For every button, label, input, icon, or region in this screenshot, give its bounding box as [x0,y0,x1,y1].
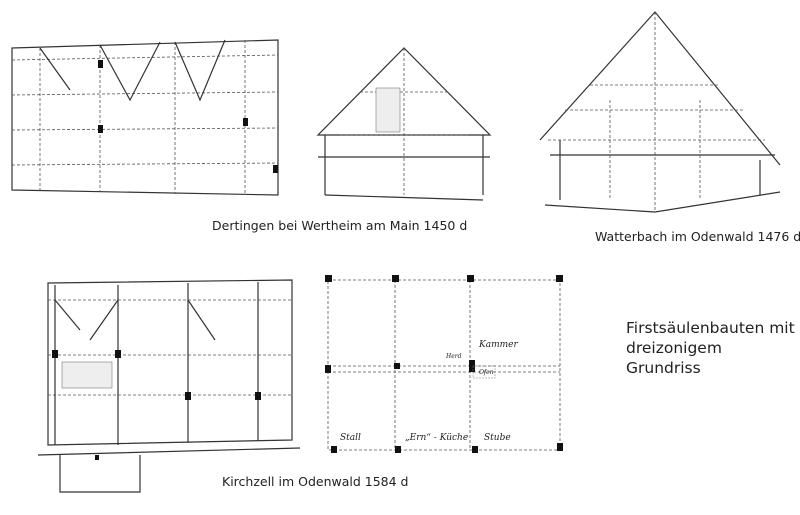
plan-label-kammer: Kammer [478,340,518,350]
floor-plan-drawing [325,275,563,453]
caption-watterbach: Watterbach im Odenwald 1476 d [595,229,800,244]
title-line-2: dreizonigem Grundriss [626,339,722,377]
caption-kirchzell: Kirchzell im Odenwald 1584 d [222,474,409,489]
plan-label-stube: Stube [484,433,511,443]
dertingen-elevation-drawing [11,39,279,196]
plan-label-ern-kueche: „Ern“ - Küche [405,432,468,443]
plan-label-stall: Stall [340,433,361,443]
title-line-1: Firstsäulenbauten mit [626,319,795,337]
kirchzell-elevation-drawing [37,279,301,493]
watterbach-section-drawing [539,11,781,213]
page-title: Firstsäulenbauten mit dreizonigem Grundr… [626,318,800,378]
caption-dertingen: Dertingen bei Wertheim am Main 1450 d [212,218,467,233]
dertingen-section-drawing [316,47,492,201]
plan-label-ofen: Ofen [479,369,494,376]
plan-label-herd: Herd [445,353,462,360]
